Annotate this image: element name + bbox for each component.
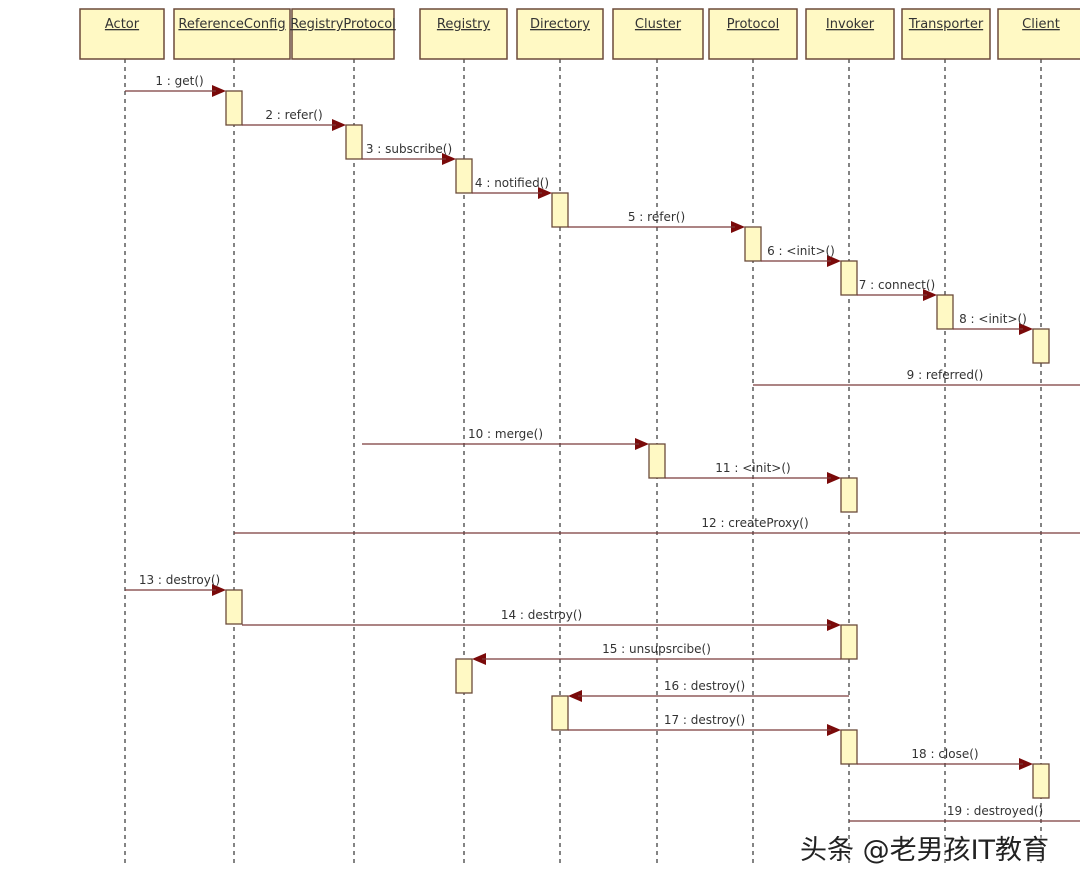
message-label: 4 : notified() <box>475 176 549 190</box>
activation-bar <box>345 124 363 160</box>
participant-box-registry <box>419 8 508 60</box>
activation-bar <box>648 443 666 479</box>
participant-box-invoker <box>805 8 895 60</box>
activation-bar <box>225 90 243 126</box>
activation-bar <box>744 226 762 262</box>
activation-bar <box>455 658 473 694</box>
participant-box-actor <box>79 8 165 60</box>
participant-label: Protocol <box>727 17 779 32</box>
arrowhead-icon <box>212 584 226 596</box>
message-label: 3 : subscribe() <box>366 142 452 156</box>
participant-box-protocol <box>708 8 798 60</box>
message-label: 19 : destroyed() <box>947 804 1043 818</box>
arrowhead-icon <box>538 187 552 199</box>
activation-bar <box>936 294 954 330</box>
activation-bar <box>1032 763 1050 799</box>
arrowhead-icon <box>212 85 226 97</box>
arrowhead-icon <box>1019 323 1033 335</box>
message-label: 15 : unsupsrcibe() <box>602 642 711 656</box>
watermark: 头条 @老男孩IT教育 <box>800 835 1050 866</box>
arrowhead-icon <box>1019 758 1033 770</box>
activation-bar <box>551 192 569 228</box>
participant-label: Cluster <box>635 17 682 32</box>
participant-label: Transporter <box>908 17 984 32</box>
activation-bar <box>455 158 473 194</box>
activation-bar <box>225 589 243 625</box>
arrowhead-icon <box>731 221 745 233</box>
message-label: 6 : <init>() <box>767 244 835 258</box>
participant-box-registryprotocol <box>291 8 395 60</box>
message-label: 11 : <init>() <box>715 461 790 475</box>
message-label: 12 : createProxy() <box>701 516 808 530</box>
participant-box-transporter <box>901 8 991 60</box>
message-label: 2 : refer() <box>265 108 322 122</box>
participant-label: Actor <box>105 17 140 32</box>
activation-bar <box>840 477 858 513</box>
activation-bar <box>551 695 569 731</box>
participant-box-client <box>997 8 1080 60</box>
participant-label: Directory <box>530 17 590 32</box>
participant-box-referenceconfig <box>173 8 291 60</box>
message-label: 7 : connect() <box>859 278 936 292</box>
activation-bar <box>840 260 858 296</box>
message-label: 17 : destroy() <box>664 713 745 727</box>
arrowhead-icon <box>442 153 456 165</box>
activation-bar <box>1032 328 1050 364</box>
arrowhead-icon <box>827 619 841 631</box>
message-label: 1 : get() <box>155 74 203 88</box>
message-label: 16 : destroy() <box>664 679 745 693</box>
arrowhead-icon <box>568 690 582 702</box>
message-label: 8 : <init>() <box>959 312 1027 326</box>
participant-box-cluster <box>612 8 704 60</box>
message-label: 5 : refer() <box>628 210 685 224</box>
participant-label: ReferenceConfig <box>178 17 285 32</box>
arrowhead-icon <box>635 438 649 450</box>
message-label: 18 : close() <box>911 747 978 761</box>
message-label: 14 : destroy() <box>501 608 582 622</box>
activation-bar <box>840 729 858 765</box>
participant-label: RegistryProtocol <box>290 17 396 32</box>
message-label: 9 : referred() <box>907 368 984 382</box>
arrowhead-icon <box>472 653 486 665</box>
participant-label: Client <box>1022 17 1060 32</box>
participant-box-directory <box>516 8 604 60</box>
activation-bar <box>840 624 858 660</box>
message-label: 13 : destroy() <box>139 573 220 587</box>
arrowhead-icon <box>332 119 346 131</box>
message-label: 10 : merge() <box>468 427 543 441</box>
arrowhead-icon <box>827 255 841 267</box>
arrowhead-icon <box>827 724 841 736</box>
participant-label: Registry <box>437 17 491 32</box>
participant-label: Invoker <box>826 17 875 32</box>
arrowhead-icon <box>923 289 937 301</box>
arrowhead-icon <box>827 472 841 484</box>
